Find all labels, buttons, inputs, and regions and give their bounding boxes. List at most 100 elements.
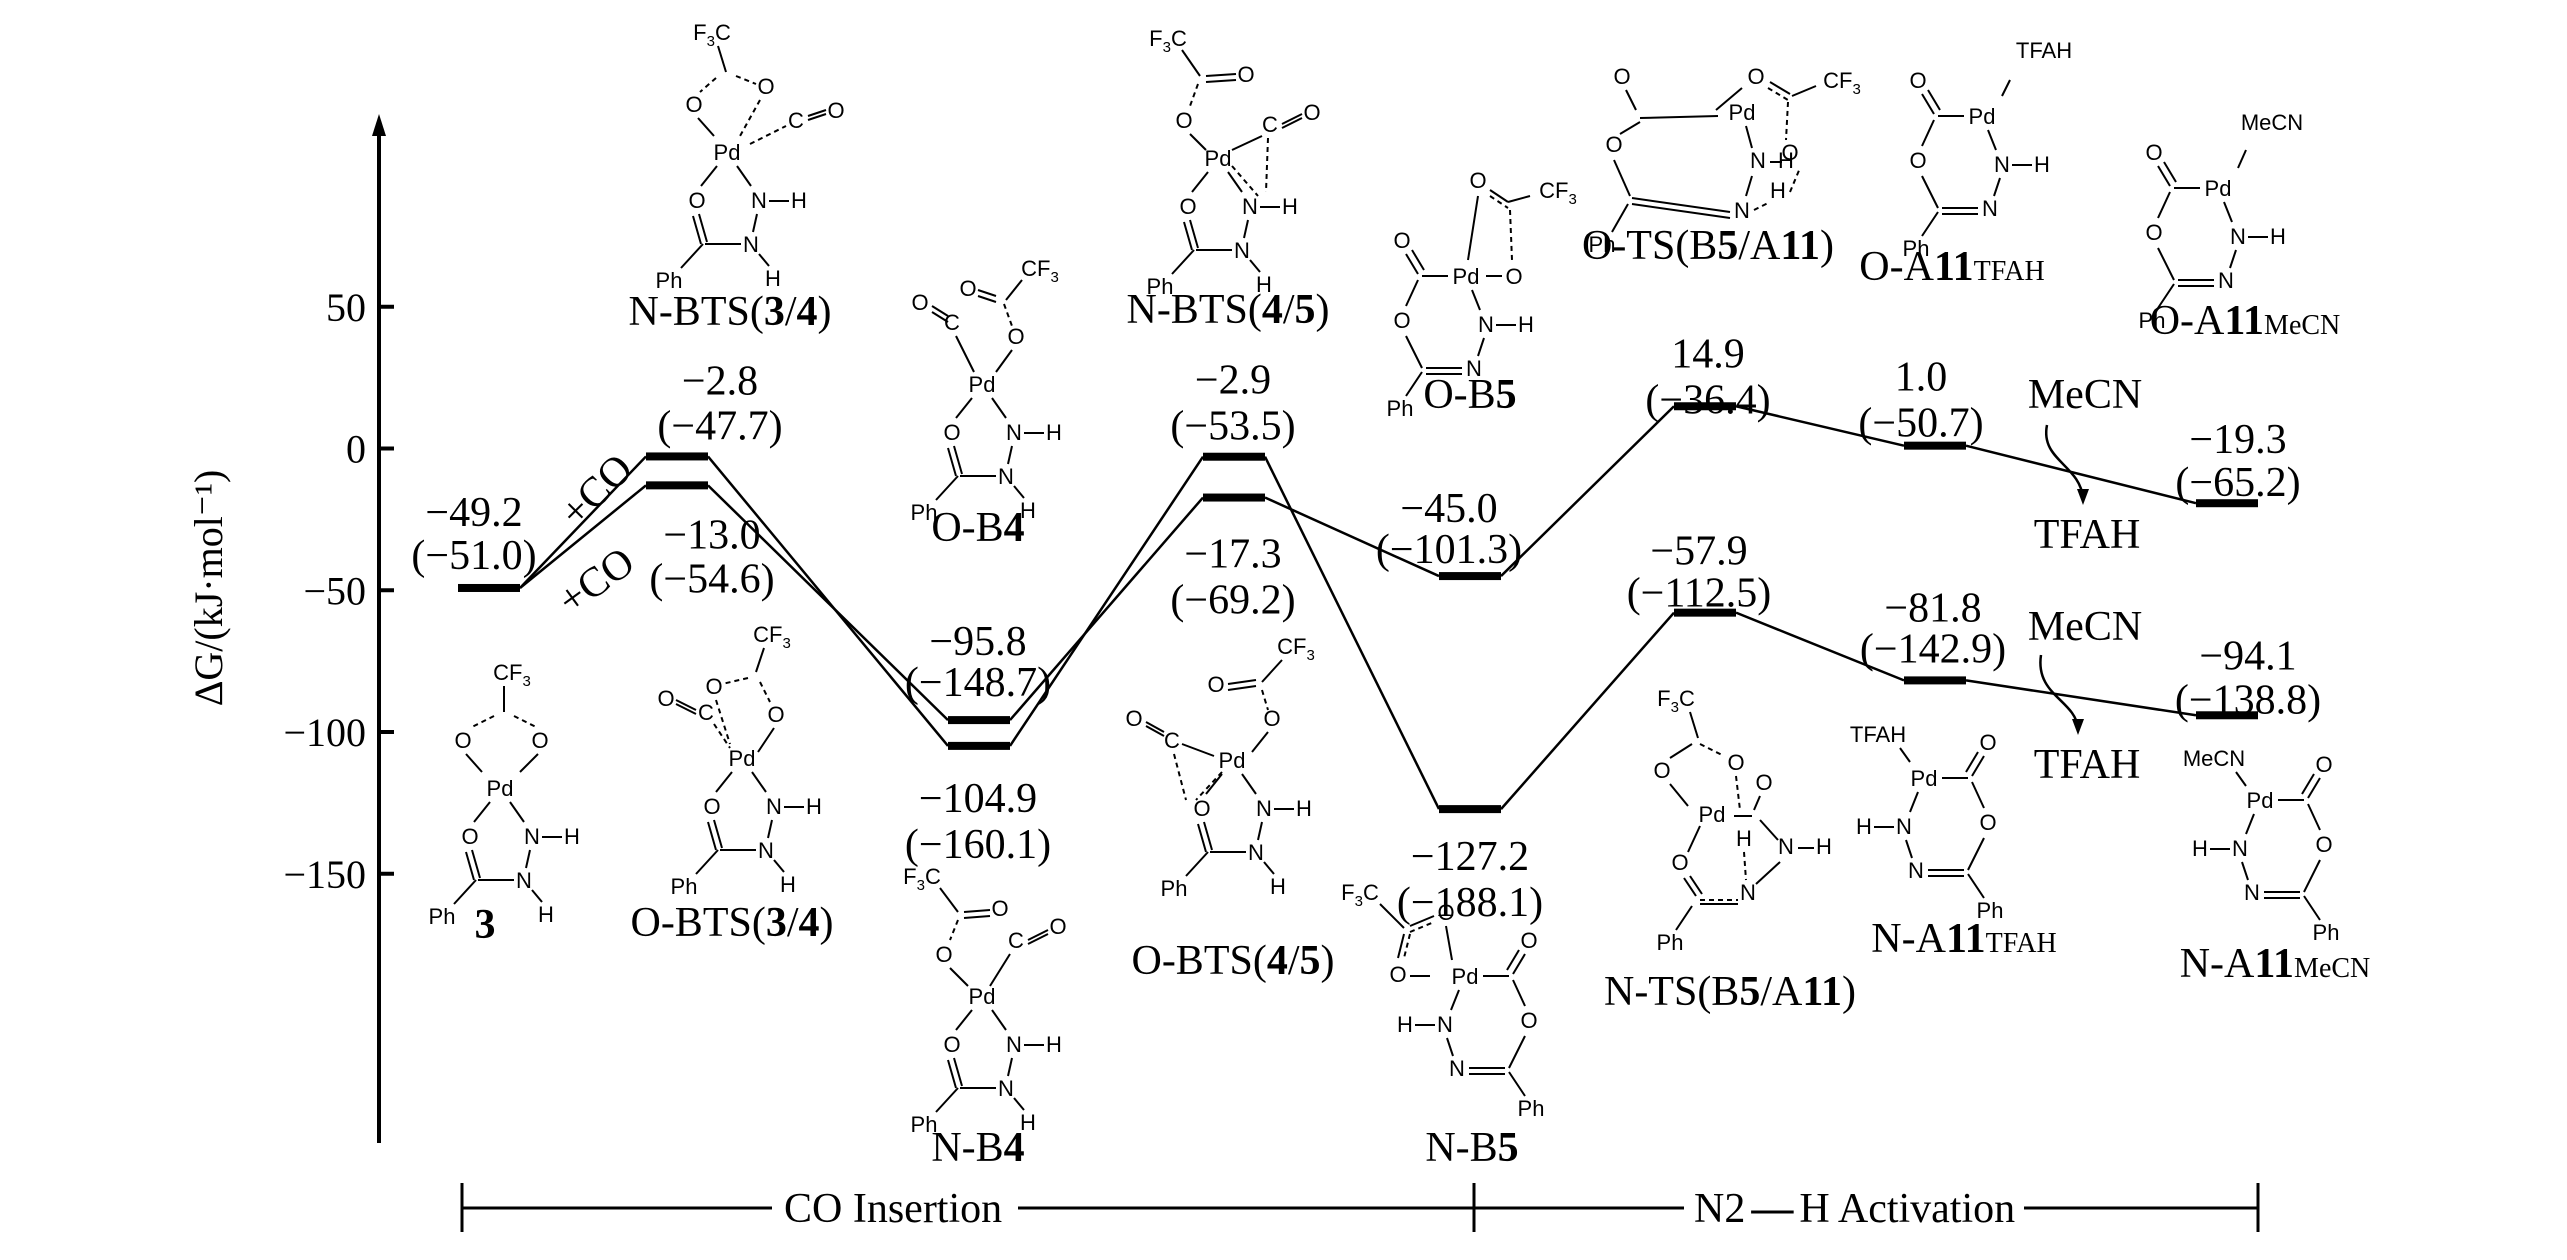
bond (2157, 191, 2171, 219)
atom-label: Ph (1977, 898, 2004, 923)
bond (1007, 1057, 1013, 1077)
value-label-o-a11tfah: 1.0 (1895, 355, 1948, 401)
level-bar-n-b4 (948, 741, 1010, 750)
bond (1715, 87, 1743, 111)
bond (931, 311, 949, 323)
bond (953, 445, 963, 475)
bond (1241, 773, 1257, 795)
atom-label: H (2034, 152, 2050, 177)
atom-label: O (531, 728, 548, 753)
atom-label: H (1856, 814, 1872, 839)
atom-label: C (1008, 928, 1024, 953)
atom-label: H (1046, 1032, 1062, 1057)
level-bar-n-b5 (1439, 805, 1501, 814)
bond (995, 349, 1013, 373)
bond (757, 727, 775, 753)
atom-label: H (1296, 796, 1312, 821)
atom-label: H (1397, 1012, 1413, 1037)
label-o-b5: O-B5 (1423, 372, 1516, 418)
atom-label: O (827, 98, 844, 123)
bond (697, 117, 715, 137)
atom-label: Pd (1219, 748, 1246, 773)
atom-label: H (2270, 224, 2286, 249)
bond (713, 819, 723, 849)
atom-label: N (2230, 224, 2246, 249)
atom-label: F3C (1149, 26, 1187, 56)
paren-value-label-n-a11mecn: (−138.8) (2175, 677, 2321, 723)
y-tick-label: −50 (303, 568, 366, 613)
bond (773, 859, 785, 873)
label-o-bts-4-5: O-BTS(4/5) (1131, 938, 1334, 984)
connector-o-b4-to-o-bts-4-5 (1009, 496, 1204, 721)
paren-value-label-o-a11mecn: (−65.2) (2175, 460, 2300, 506)
level-bar-o-a11mecn (2196, 499, 2258, 508)
atom-label: CF3 (1823, 68, 1861, 98)
label-o-a11-mecn: O-A11MeCN (2150, 298, 2341, 344)
bond (1965, 751, 1979, 773)
bond (695, 849, 719, 875)
bond (1759, 819, 1779, 841)
y-tick-label: 0 (346, 427, 366, 472)
atom-label: N (1006, 1032, 1022, 1057)
bond (2245, 813, 2255, 835)
bond (1251, 731, 1269, 753)
bond (675, 699, 697, 711)
bond (1281, 113, 1303, 125)
value-labels: −49.2(−51.0)−2.8(−47.7)−13.0(−54.6)−95.8… (411, 331, 2321, 926)
atom-label: O (685, 92, 702, 117)
bond (692, 215, 702, 245)
bond (2303, 859, 2321, 893)
atom-label: O (1781, 140, 1798, 165)
bond (991, 1009, 1007, 1031)
bond (1509, 209, 1513, 261)
atom-label: H (806, 794, 822, 819)
bond (1506, 949, 1520, 971)
atom-label: Ph (911, 500, 938, 525)
bond (2235, 771, 2247, 787)
atom-label: Ph (1161, 876, 1188, 901)
bond (1789, 167, 1801, 193)
atom-label: N (524, 824, 540, 849)
bond (1745, 125, 1753, 149)
atom-label: H (538, 902, 554, 927)
bond (1967, 837, 1985, 871)
bond (1508, 1035, 1526, 1069)
paren-value-label-o-bts-4-5: (−69.2) (1170, 578, 1295, 624)
atom-label: Ph (2313, 920, 2340, 945)
paren-value-label-n-ts-b5-a11: (−112.5) (1627, 571, 1772, 617)
plus-co-upper-label: +CO (552, 446, 643, 537)
mecn-upper-label: MeCN (2028, 372, 2142, 418)
atom-label: MeCN (2241, 110, 2303, 135)
atom-label: O (1179, 194, 1196, 219)
bond (699, 77, 717, 93)
atom-label: CF3 (1277, 634, 1315, 664)
bond (1927, 89, 1941, 111)
atom-label: TFAH (2016, 38, 2072, 63)
connector-o-a11tfah-to-o-a11mecn (1965, 444, 2197, 505)
atom-label: O (959, 276, 976, 301)
atom-label: O (1979, 810, 1996, 835)
label-3: 3 (475, 902, 496, 948)
bond (767, 819, 773, 839)
atom-label: F3C (693, 20, 731, 50)
atom-label: O (1125, 706, 1142, 731)
bond (1189, 219, 1199, 249)
bond (2157, 283, 2175, 309)
atom-label: O (991, 896, 1008, 921)
paren-value-label-n-b4: (−160.1) (905, 822, 1051, 868)
level-bar-o-b5 (1439, 572, 1501, 581)
atom-label: O (657, 686, 674, 711)
bond (471, 849, 481, 879)
level-bar-n-a11mecn (2196, 711, 2258, 720)
atom-label: O (705, 674, 722, 699)
bond (715, 699, 731, 745)
bond (955, 335, 975, 373)
atom-label: O (2145, 220, 2162, 245)
atom-label: Pd (1729, 100, 1756, 125)
bond (931, 305, 949, 317)
bond (713, 723, 731, 749)
